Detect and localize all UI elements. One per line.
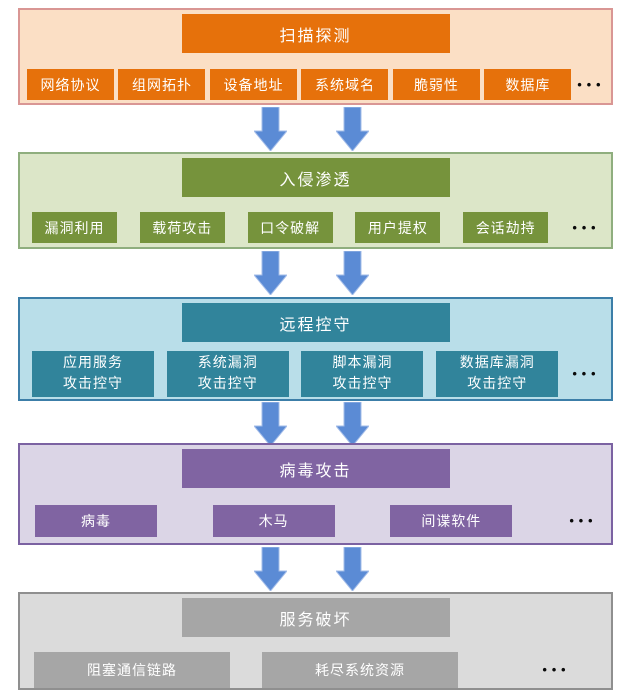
stage-item: 系统域名 xyxy=(301,69,389,100)
stage-title-service-destruction: 服务破坏 xyxy=(181,598,450,637)
stage-item: 耗尽系统资源 xyxy=(262,652,458,688)
ellipsis-more: ··· xyxy=(570,361,599,386)
stage-item: 脆弱性 xyxy=(392,69,480,100)
ellipsis-more: ··· xyxy=(540,657,569,682)
stage-item: 用户提权 xyxy=(355,212,441,243)
down-arrow-icon xyxy=(254,402,287,446)
stage-band-scan: 扫描探测 网络协议 组网拓扑 设备地址 系统域名 脆弱性 数据库 ··· xyxy=(18,8,613,105)
stage-title-scan: 扫描探测 xyxy=(181,14,450,53)
ellipsis-more: ··· xyxy=(567,508,596,533)
stage-band-remote-control: 远程控守 应用服务 攻击控守 系统漏洞 攻击控守 脚本漏洞 攻击控守 数据库漏洞… xyxy=(18,297,613,401)
stage-item: 漏洞利用 xyxy=(32,212,117,243)
stage-item: 会话劫持 xyxy=(463,212,549,243)
stage-item: 数据库 xyxy=(484,69,572,100)
down-arrow-icon xyxy=(336,107,369,151)
stage-items-intrusion: 漏洞利用 载荷攻击 口令破解 用户提权 会话劫持 ··· xyxy=(32,212,599,243)
stage-item: 应用服务 攻击控守 xyxy=(32,351,154,397)
stage-title-intrusion: 入侵渗透 xyxy=(181,158,450,197)
stage-item: 口令破解 xyxy=(247,212,333,243)
stage-item: 阻塞通信链路 xyxy=(34,652,230,688)
stage-item: 病毒 xyxy=(35,505,157,537)
stage-item: 载荷攻击 xyxy=(139,212,225,243)
down-arrow-icon xyxy=(336,402,369,446)
stage-items-scan: 网络协议 组网拓扑 设备地址 系统域名 脆弱性 数据库 ··· xyxy=(27,69,604,100)
stage-item: 间谍软件 xyxy=(390,505,513,537)
stage-items-service-destruction: 阻塞通信链路 耗尽系统资源 ··· xyxy=(34,652,597,688)
down-arrow-icon xyxy=(336,547,369,591)
stage-item: 脚本漏洞 攻击控守 xyxy=(301,351,424,397)
down-arrow-icon xyxy=(254,107,287,151)
down-arrow-icon xyxy=(254,547,287,591)
stage-band-virus-attack: 病毒攻击 病毒 木马 间谍软件 ··· xyxy=(18,443,613,545)
stage-item: 网络协议 xyxy=(27,69,114,100)
stage-title-remote-control: 远程控守 xyxy=(181,303,450,342)
ellipsis-more: ··· xyxy=(570,214,599,240)
stage-item: 设备地址 xyxy=(209,69,297,100)
stage-item: 数据库漏洞 攻击控守 xyxy=(436,351,559,397)
stage-item: 系统漏洞 攻击控守 xyxy=(166,351,289,397)
down-arrow-icon xyxy=(254,251,287,295)
stage-band-service-destruction: 服务破坏 阻塞通信链路 耗尽系统资源 ··· xyxy=(18,592,613,690)
stage-items-virus-attack: 病毒 木马 间谍软件 ··· xyxy=(35,505,596,537)
stage-items-remote-control: 应用服务 攻击控守 系统漏洞 攻击控守 脚本漏洞 攻击控守 数据库漏洞 攻击控守… xyxy=(32,351,599,397)
ellipsis-more: ··· xyxy=(575,71,604,97)
stage-item: 组网拓扑 xyxy=(118,69,206,100)
down-arrow-icon xyxy=(336,251,369,295)
stage-item: 木马 xyxy=(212,505,335,537)
stage-band-intrusion: 入侵渗透 漏洞利用 载荷攻击 口令破解 用户提权 会话劫持 ··· xyxy=(18,152,613,249)
stage-title-virus-attack: 病毒攻击 xyxy=(181,449,450,488)
